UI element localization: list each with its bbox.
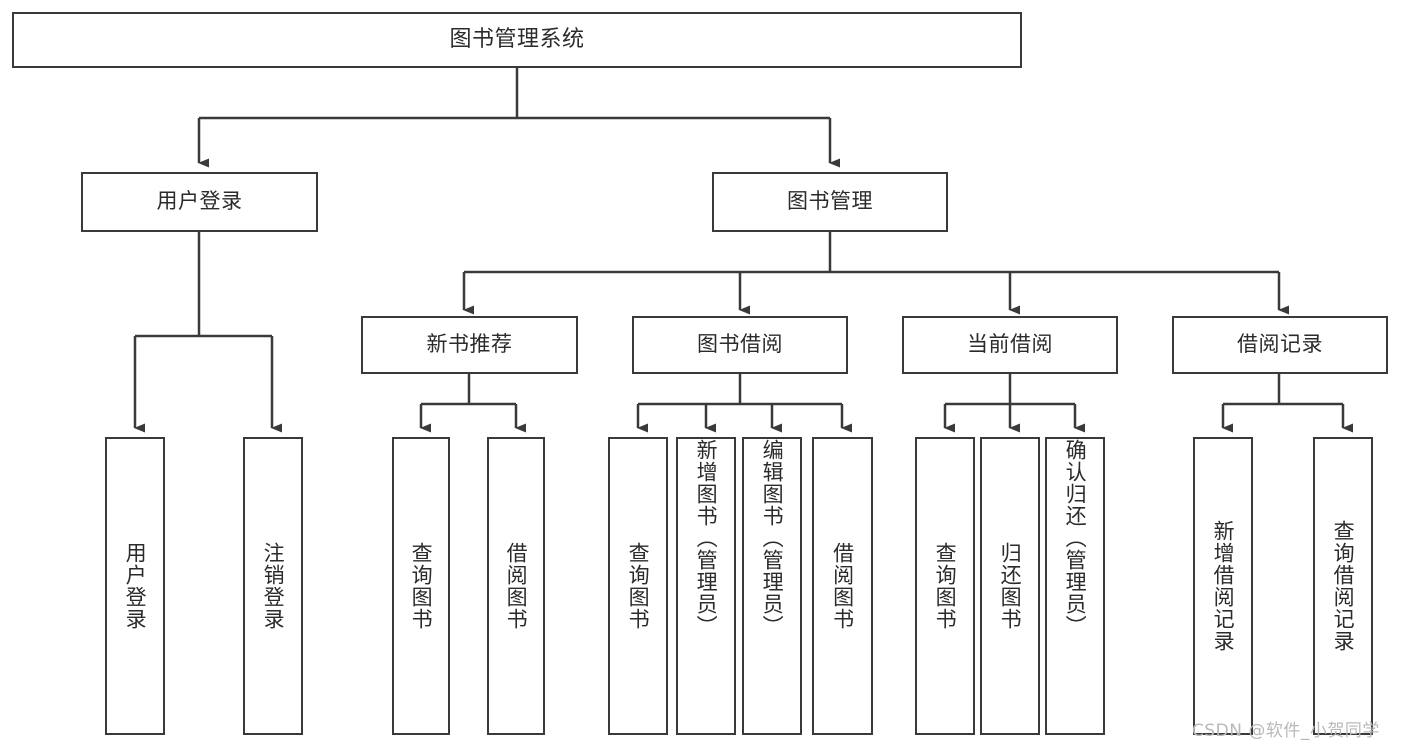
node-label: 注销登录 (261, 542, 286, 630)
node-book-management[interactable]: 图书管理 (712, 172, 948, 232)
node-label: 图书管理系统 (449, 26, 585, 52)
node-label: 编辑图书（管理员） (760, 439, 785, 637)
node-label: 查询借阅记录 (1331, 520, 1356, 652)
leaf-confirm-return-admin[interactable]: 确认归还（管理员） (1045, 437, 1105, 735)
leaf-return-books[interactable]: 归还图书 (980, 437, 1040, 735)
node-label: 用户登录 (156, 189, 243, 214)
node-borrow-record[interactable]: 借阅记录 (1172, 316, 1388, 374)
csdn-watermark: CSDN @软件_小贺同学 (1192, 721, 1380, 741)
node-root-book-management-system[interactable]: 图书管理系统 (12, 12, 1022, 68)
node-label: 确认归还（管理员） (1063, 439, 1088, 637)
leaf-edit-book-admin[interactable]: 编辑图书（管理员） (742, 437, 802, 735)
node-label: 归还图书 (998, 542, 1023, 630)
leaf-add-book-admin[interactable]: 新增图书（管理员） (676, 437, 736, 735)
node-label: 查询图书 (626, 542, 651, 630)
leaf-user-login[interactable]: 用户登录 (105, 437, 165, 735)
node-new-book-recommend[interactable]: 新书推荐 (361, 316, 578, 374)
leaf-query-books-recommend[interactable]: 查询图书 (392, 437, 450, 735)
leaf-query-borrow-record[interactable]: 查询借阅记录 (1313, 437, 1373, 735)
node-book-borrow[interactable]: 图书借阅 (632, 316, 848, 374)
leaf-logout[interactable]: 注销登录 (243, 437, 303, 735)
node-label: 当前借阅 (967, 332, 1053, 357)
node-label: 新书推荐 (426, 332, 513, 357)
leaf-borrow-books-recommend[interactable]: 借阅图书 (487, 437, 545, 735)
node-label: 新增图书（管理员） (694, 439, 719, 637)
node-label: 查询图书 (933, 542, 958, 630)
node-label: 借阅图书 (830, 542, 855, 630)
node-label: 图书管理 (787, 189, 873, 214)
leaf-borrow-books[interactable]: 借阅图书 (812, 437, 873, 735)
node-label: 查询图书 (409, 542, 434, 630)
node-current-borrow[interactable]: 当前借阅 (902, 316, 1118, 374)
leaf-query-books-borrow[interactable]: 查询图书 (608, 437, 668, 735)
leaf-query-books-current[interactable]: 查询图书 (915, 437, 975, 735)
node-label: 图书借阅 (697, 332, 783, 357)
node-label: 借阅记录 (1237, 332, 1323, 357)
node-user-login[interactable]: 用户登录 (81, 172, 318, 232)
node-label: 借阅图书 (504, 542, 529, 630)
leaf-add-borrow-record[interactable]: 新增借阅记录 (1193, 437, 1253, 735)
node-label: 新增借阅记录 (1211, 520, 1236, 652)
node-label: 用户登录 (123, 542, 148, 630)
